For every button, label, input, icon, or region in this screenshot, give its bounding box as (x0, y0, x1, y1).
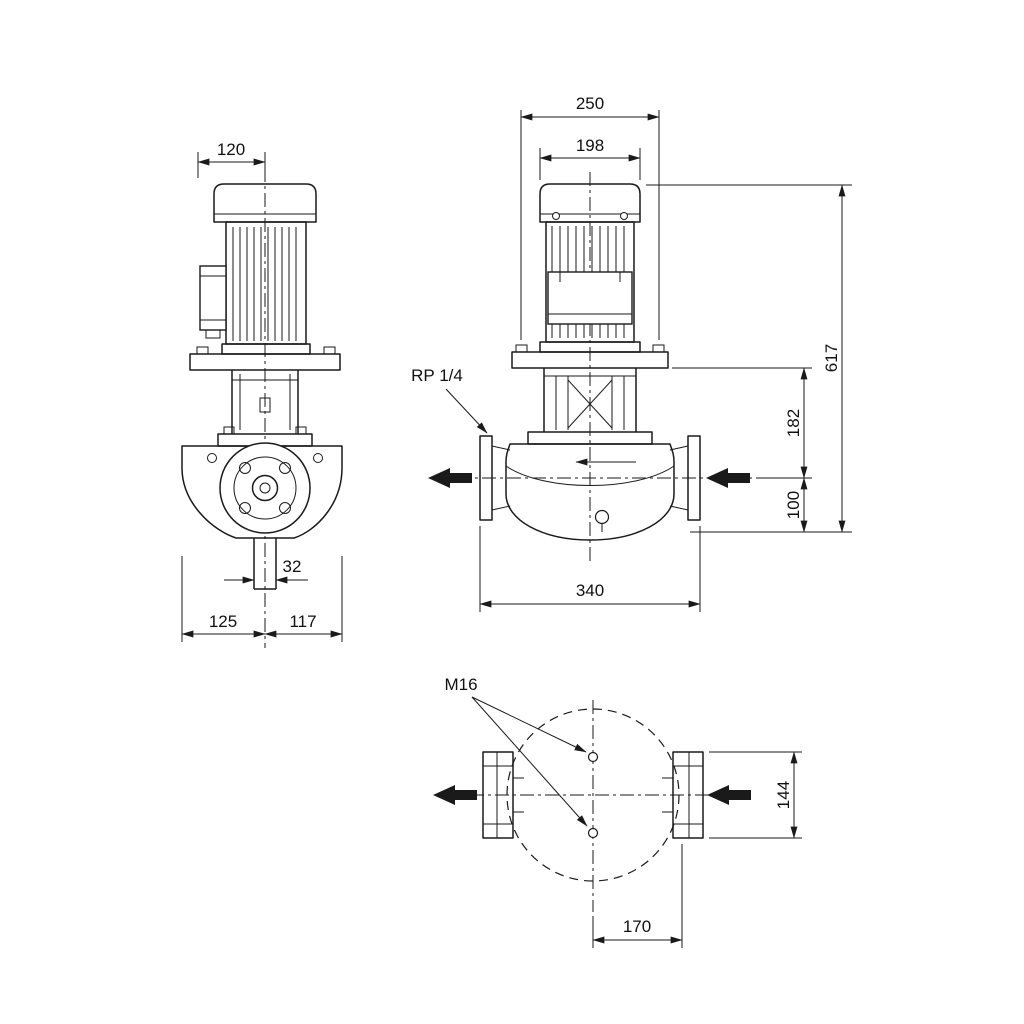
lantern-walls (543, 368, 637, 432)
extension-lines (539, 148, 641, 180)
dim-170: 170 (592, 844, 683, 948)
flow-arrow-inlet (706, 468, 750, 488)
fan-cover (539, 183, 641, 223)
top-view: M16 144 170 (433, 675, 802, 948)
dim-120-label: 120 (217, 140, 245, 159)
dim-100-label: 100 (784, 491, 803, 519)
top-left-flange (482, 751, 524, 839)
extension-lines (479, 526, 701, 612)
front-view: RP 1/4 250 198 340 182 100 (411, 94, 852, 612)
dim-250-label: 250 (576, 94, 604, 113)
flange-plate (482, 751, 514, 839)
volute-contour (505, 465, 675, 486)
plate-bolt-left (196, 346, 209, 355)
side-volute (181, 442, 343, 590)
cable-gland (205, 329, 221, 339)
motor-bolt (552, 212, 560, 220)
m16-bolt-hole-top (587, 751, 599, 763)
dim-170-label: 170 (623, 917, 651, 936)
flow-arrow-inlet-top (707, 785, 751, 805)
rp14-leader (445, 388, 488, 434)
port-flange-outer (219, 442, 311, 534)
m16-leader-top (471, 696, 587, 753)
dim-198: 198 (539, 136, 641, 180)
extension-lines (709, 751, 802, 839)
m16-leader-bottom (471, 696, 588, 827)
side-motor (199, 183, 317, 355)
motor-bolt (620, 212, 628, 220)
dim-340: 340 (479, 526, 701, 612)
seal-bolt-left (223, 426, 235, 435)
side-pump-head (189, 346, 341, 447)
port-flange-raised-face (233, 456, 297, 520)
shaft-coupling (259, 397, 271, 413)
flow-arrow-outlet-top (433, 785, 477, 805)
motor-flange (221, 343, 311, 355)
casing-bolt-left (207, 453, 217, 463)
suction-flange (479, 435, 493, 521)
label-m16: M16 (444, 675, 588, 827)
mounting-plate (511, 351, 669, 369)
motor-fins (232, 227, 297, 341)
dim-heights: 182 100 617 (646, 184, 852, 533)
dim-117-label: 117 (289, 612, 316, 631)
extension-lines (646, 184, 852, 533)
dim-250: 250 (520, 94, 660, 340)
dim-125-117: 125 117 (181, 556, 343, 642)
dim-125-label: 125 (209, 612, 237, 631)
terminal-box-front (547, 271, 633, 325)
top-right-flange (662, 751, 704, 839)
shaft-end (259, 482, 271, 494)
terminal-box-seams (200, 275, 226, 321)
motor-body (225, 221, 307, 345)
flow-arrow-outlet (428, 468, 472, 488)
side-view: 120 32 125 117 (181, 140, 343, 648)
flange-detail (483, 752, 524, 838)
dim-32-label: 32 (283, 557, 302, 576)
flange-detail (662, 752, 703, 838)
dim-182-label: 182 (784, 409, 803, 437)
dim-120: 120 (197, 140, 266, 178)
volute-hidden-outline (506, 708, 680, 882)
lantern-ribs (544, 375, 636, 430)
dim-32: 32 (224, 557, 308, 584)
rp14-label: RP 1/4 (411, 366, 463, 385)
dim-144: 144 (709, 751, 802, 839)
extension-lines (520, 110, 660, 340)
mounting-plate (189, 353, 341, 371)
front-motor (539, 183, 641, 353)
m16-label: M16 (444, 675, 477, 694)
lantern-ribs (232, 374, 298, 430)
drain-plug (594, 509, 610, 525)
flange-bolt-hole (279, 462, 291, 474)
front-volute (479, 435, 701, 541)
plate-bolt-left (515, 344, 528, 353)
flange-bolt-hole (239, 502, 251, 514)
dim-617-label: 617 (822, 344, 841, 372)
dim-144-label: 144 (774, 781, 793, 809)
plate-bolt-right (652, 344, 665, 353)
dim-340-label: 340 (576, 581, 604, 600)
flange-bolt-hole (279, 502, 291, 514)
discharge-flange (687, 435, 701, 521)
port-bore (251, 474, 279, 502)
volute-body (505, 443, 675, 541)
plate-bolt-right (323, 346, 336, 355)
discharge-neck (669, 445, 689, 511)
casing-bolt-right (313, 453, 323, 463)
terminal-box-detail (548, 272, 632, 315)
flange-plate (672, 751, 704, 839)
suction-neck (491, 445, 511, 511)
seal-bolt-right (295, 426, 307, 435)
extension-lines (181, 556, 343, 642)
flange-bolt-hole (239, 462, 251, 474)
label-rp14: RP 1/4 (411, 366, 488, 434)
volute-body (181, 445, 343, 539)
fan-cover (213, 183, 317, 223)
lantern-walls (231, 370, 299, 434)
coupling-guard-cross (567, 379, 613, 429)
dim-198-label: 198 (576, 136, 604, 155)
m16-bolt-hole-bottom (587, 827, 599, 839)
